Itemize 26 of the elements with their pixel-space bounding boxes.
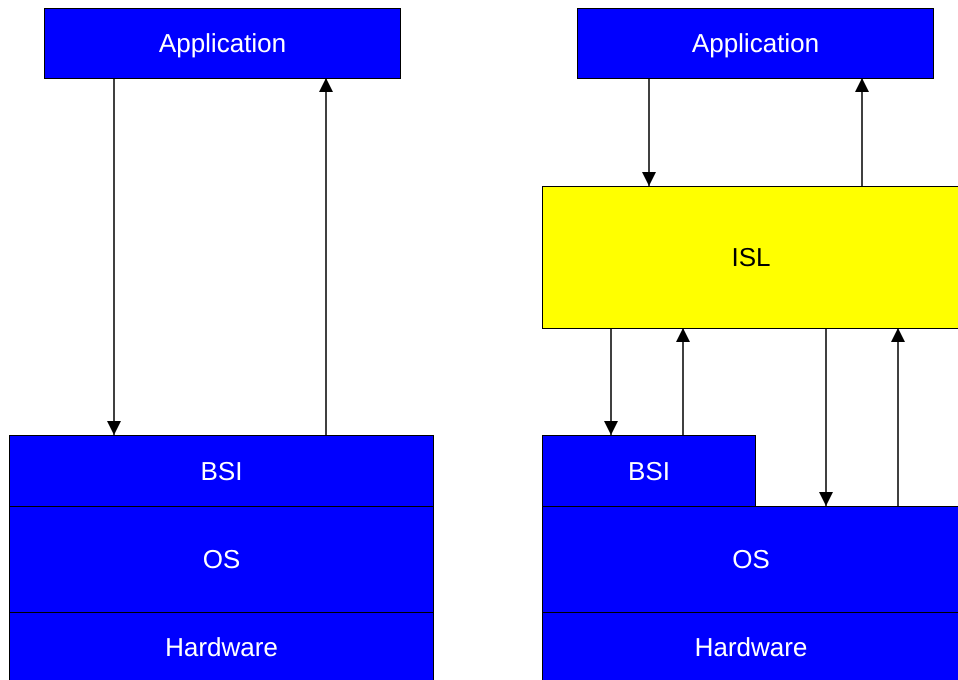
layer-label: Hardware (165, 632, 278, 662)
layer-label: BSI (628, 456, 670, 486)
arrow (891, 328, 905, 506)
layer-box (577, 8, 934, 79)
layer-box (542, 186, 958, 329)
layer-box (9, 612, 434, 680)
arrow (676, 328, 690, 435)
arrow (604, 328, 618, 435)
layer-box (542, 612, 958, 680)
layer-label: BSI (200, 456, 242, 486)
arrow (855, 78, 869, 186)
layer-label: Hardware (694, 632, 808, 662)
layer-box (9, 506, 434, 613)
layer-box (44, 8, 401, 79)
layer-box (542, 506, 958, 613)
layer-label: Application (158, 28, 286, 59)
layer-label: OS (732, 544, 770, 575)
layer-label: OS (202, 544, 240, 575)
layer-label: Application (692, 28, 820, 59)
arrow (819, 328, 833, 506)
layer-label: ISL (731, 242, 771, 273)
arrow (319, 78, 333, 435)
layer-box (542, 435, 756, 507)
layer-box (9, 435, 434, 507)
arrow (107, 78, 121, 435)
arrow (642, 78, 656, 186)
